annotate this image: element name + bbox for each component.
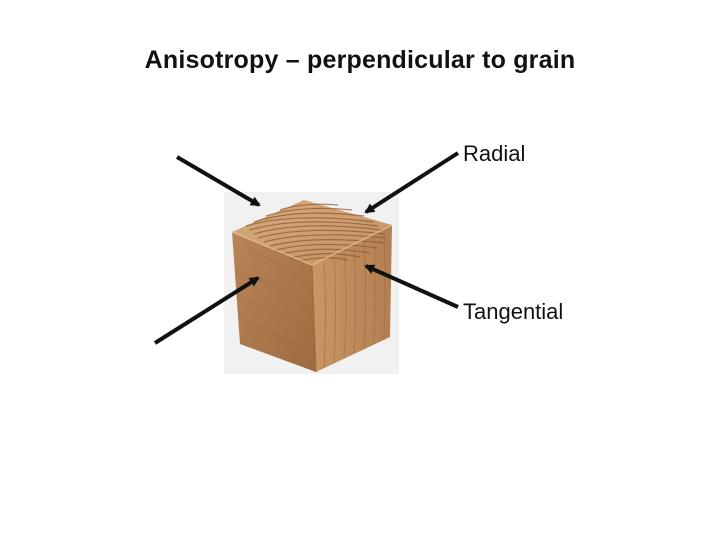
cube-top-face <box>232 200 392 265</box>
radial-label: Radial <box>463 141 526 166</box>
wood-cube-photo <box>224 192 399 374</box>
tangential-label: Tangential <box>463 299 564 324</box>
slide-title: Anisotropy – perpendicular to grain <box>144 46 576 74</box>
cube-right-face <box>312 225 392 372</box>
wood-cube-illustration <box>231 200 393 373</box>
